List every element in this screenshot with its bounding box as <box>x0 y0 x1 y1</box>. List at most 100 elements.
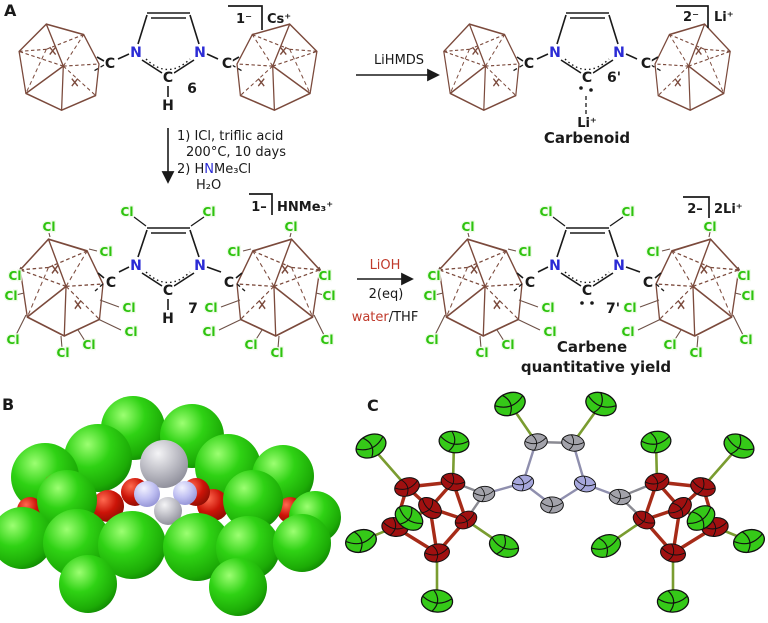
panel-c-label: C <box>367 396 379 415</box>
charge-label: 2– <box>687 202 703 217</box>
species-name: Carbenoid <box>544 129 630 147</box>
cl-label: Cl <box>228 245 241 259</box>
lone-pair-dot <box>579 86 583 90</box>
cl-label: Cl <box>647 245 660 259</box>
carbene-carbon-label: C <box>582 70 592 86</box>
cl-label: Cl <box>622 205 635 219</box>
cl-label: Cl <box>121 205 134 219</box>
cl-label: Cl <box>622 325 635 339</box>
cage-carbon-label: C <box>105 56 115 72</box>
lone-pair-dot <box>590 301 594 305</box>
reaction-arrow-lioh: LiOH 2(eq) water/THF <box>352 258 419 325</box>
cage-cl-substituents: Cl Cl Cl Cl Cl Cl Cl Cl Cl <box>201 219 336 362</box>
cl-label: Cl <box>740 333 753 347</box>
chloro-carborane-cage <box>655 238 740 337</box>
solvent-label: water/THF <box>352 310 419 325</box>
panel-b-label: B <box>2 395 14 414</box>
structure-6: N N C C C H 6 1⁻ Cs⁺ <box>18 5 318 116</box>
cl-label: Cl <box>540 205 553 219</box>
charge-label: 1⁻ <box>236 12 252 27</box>
compound-number: 7 <box>188 301 198 317</box>
chloro-carborane-cage <box>236 238 321 337</box>
charge-bracket <box>676 5 709 28</box>
nitrogen-label: N <box>130 45 142 61</box>
cage-carbon-label: C <box>524 56 534 72</box>
reaction-arrow-down: 1) ICl, triflic acid 200°C, 10 days 2) H… <box>161 128 286 193</box>
cl-label: Cl <box>704 220 717 234</box>
coordinated-li-label: Li⁺ <box>577 116 597 131</box>
compound-number: 6 <box>187 81 197 97</box>
cl-label: Cl <box>319 269 332 283</box>
carbene-carbon-label: C <box>582 283 592 299</box>
cage-cl-substituents: Cl Cl Cl Cl Cl Cl Cl Cl Cl <box>422 219 557 362</box>
cl-label: Cl <box>100 245 113 259</box>
condition-line-2: 200°C, 10 days <box>186 145 286 160</box>
structure-6-prime: N N C C C Li⁺ Carbenoid 6' 2⁻ Li⁺ <box>443 5 734 147</box>
nitrogen-label: N <box>613 258 625 274</box>
chloro-carborane-cage <box>438 238 523 337</box>
carbene-carbon-label: C <box>163 283 173 299</box>
carborane-cage <box>18 23 100 111</box>
charge-bracket <box>249 193 273 215</box>
carborane-cage <box>236 23 318 111</box>
compound-number: 7' <box>606 301 620 317</box>
ortep-bonds <box>359 402 751 603</box>
reaction-arrow-lihmds: LiHMDS <box>356 53 440 82</box>
cage-carbon-label: C <box>106 275 116 291</box>
cage-carbon-label: C <box>525 275 535 291</box>
carborane-cage <box>654 23 731 111</box>
cl-label: Cl <box>519 245 532 259</box>
hydrogen-label: H <box>162 98 174 114</box>
carbene-carbon-label: C <box>163 70 173 86</box>
lone-pair-dot <box>589 88 593 92</box>
cage-carbon-label: C <box>641 56 651 72</box>
cl-label: Cl <box>285 220 298 234</box>
panel-a-label: A <box>4 1 17 20</box>
scheme-panel: N N C C C H 6 1⁻ Cs⁺ LiHMDS N N C <box>3 5 756 376</box>
cl-label: Cl <box>426 333 439 347</box>
cage-carbon-label: C <box>224 275 234 291</box>
charge-bracket <box>228 5 263 30</box>
cl-label: Cl <box>428 269 441 283</box>
counterion-label: HNMe₃⁺ <box>277 200 333 215</box>
condition-line-1: 1) ICl, triflic acid <box>177 129 283 144</box>
cl-label: Cl <box>203 205 216 219</box>
cl-label: Cl <box>43 220 56 234</box>
cage-carbon-label: C <box>222 56 232 72</box>
cl-label: Cl <box>125 325 138 339</box>
cl-label: Cl <box>7 333 20 347</box>
cl-label: Cl <box>690 346 703 360</box>
compound-number: 6' <box>607 70 621 86</box>
hydrogen-label: H <box>162 311 174 327</box>
cl-label: Cl <box>476 346 489 360</box>
cl-label: Cl <box>323 289 336 303</box>
cl-label: Cl <box>271 346 284 360</box>
counterion-label: Li⁺ <box>714 10 734 25</box>
nitrogen-label: N <box>613 45 625 61</box>
cl-label: Cl <box>57 346 70 360</box>
equivalents-label: 2(eq) <box>369 287 404 302</box>
reagent-label: LiHMDS <box>374 53 424 68</box>
cl-label: Cl <box>742 289 755 303</box>
cl-label: Cl <box>624 301 637 315</box>
lone-pair-dot <box>580 301 584 305</box>
cl-label: Cl <box>544 325 557 339</box>
charge-label: 1– <box>251 200 267 215</box>
cl-label: Cl <box>664 338 677 352</box>
nitrogen-label: N <box>194 45 206 61</box>
cage-cl-substituents: Cl Cl Cl Cl Cl Cl Cl Cl Cl <box>3 219 138 362</box>
cage-carbon-label: C <box>643 275 653 291</box>
cl-label: Cl <box>205 301 218 315</box>
cl-label: Cl <box>203 325 216 339</box>
yield-note: quantitative yield <box>521 358 671 376</box>
nitrogen-label: N <box>194 258 206 274</box>
condition-line-3: 2) HNMe₃Cl <box>177 162 251 177</box>
ortep-plot <box>342 387 768 615</box>
counterion-label: 2Li⁺ <box>714 202 743 217</box>
charge-label: 2⁻ <box>683 10 699 25</box>
cl-label: Cl <box>321 333 334 347</box>
ring-ellipsoids <box>472 431 632 514</box>
reagent-label: LiOH <box>370 258 401 273</box>
